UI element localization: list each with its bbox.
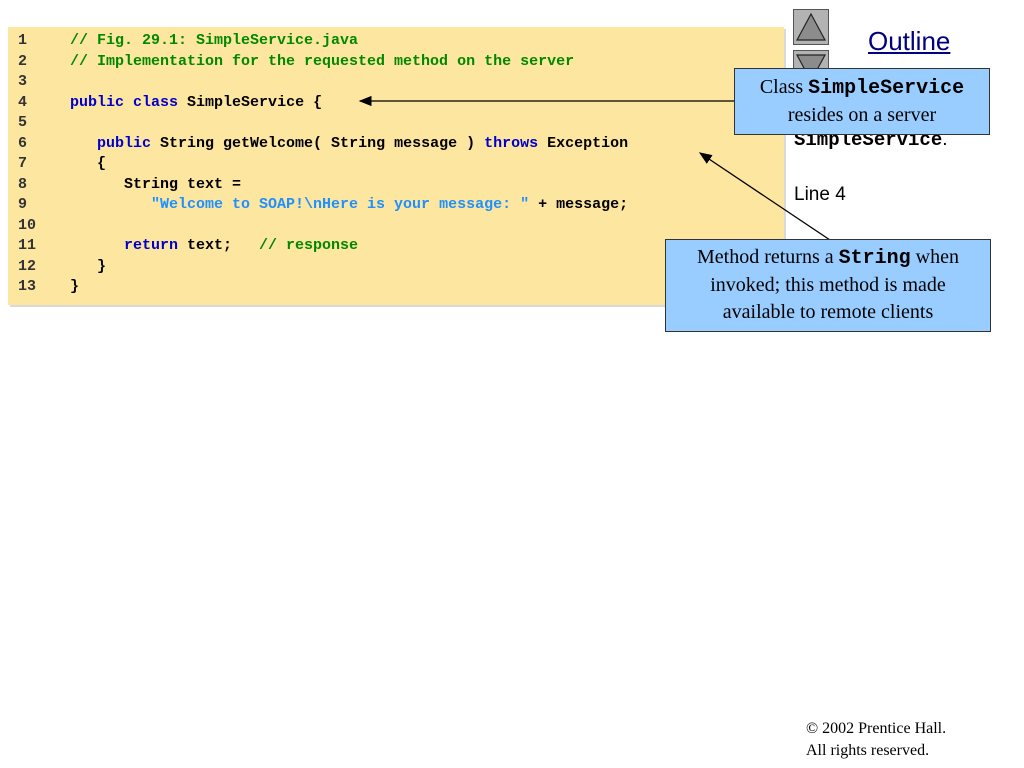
code-text: public String getWelcome( String message… bbox=[70, 134, 628, 154]
line-number: 5 bbox=[18, 114, 28, 131]
code-text: String text = bbox=[70, 175, 241, 195]
line-number: 6 bbox=[18, 134, 28, 152]
code-token: } bbox=[70, 278, 80, 295]
code-token: throws bbox=[484, 134, 539, 152]
code-token: public bbox=[70, 93, 125, 111]
code-token: "Welcome to SOAP!\nHere is your message:… bbox=[151, 196, 530, 213]
line-number: 13 bbox=[18, 278, 37, 295]
code-token: } bbox=[97, 257, 107, 275]
line-number: 1 bbox=[18, 32, 28, 49]
code-text: } bbox=[70, 257, 106, 277]
line-number: 11 bbox=[18, 237, 37, 254]
class-callout: Class SimpleService resides on a server bbox=[734, 68, 990, 135]
copyright-notice: © 2002 Prentice Hall. All rights reserve… bbox=[806, 720, 947, 759]
code-token: text; bbox=[178, 237, 260, 254]
code-text: return text; // response bbox=[70, 236, 358, 256]
code-token: // Fig. 29.1: SimpleService.java bbox=[70, 32, 359, 49]
code-text: // Fig. 29.1: SimpleService.java bbox=[70, 31, 358, 51]
line-number: 8 bbox=[18, 175, 28, 193]
code-token: SimpleService { bbox=[178, 93, 323, 111]
previous-slide-button[interactable] bbox=[793, 9, 829, 45]
line-number: 10 bbox=[18, 216, 37, 234]
line-number: 3 bbox=[18, 73, 28, 90]
outline-link[interactable]: Outline bbox=[868, 26, 951, 56]
line-number: 4 bbox=[18, 93, 28, 111]
code-token: class bbox=[133, 93, 179, 111]
code-token: // response bbox=[259, 237, 359, 254]
code-token: + message; bbox=[529, 196, 629, 213]
method-callout-arrow bbox=[698, 152, 831, 241]
sidebar-line-reference: Line 4 bbox=[794, 184, 846, 205]
line-number: 2 bbox=[18, 52, 28, 70]
code-token: Exception bbox=[538, 134, 629, 152]
code-token: return bbox=[124, 237, 179, 254]
code-token: { bbox=[97, 155, 107, 172]
code-token: // Implementation for the requested meth… bbox=[70, 52, 575, 70]
code-token: String getWelcome( String message ) bbox=[151, 134, 485, 152]
code-text: { bbox=[70, 154, 106, 174]
line-number: 7 bbox=[18, 155, 28, 172]
triangle-up-icon bbox=[795, 12, 827, 41]
code-token: String text = bbox=[124, 175, 242, 193]
method-callout: Method returns a String when invoked; th… bbox=[665, 239, 991, 332]
line-number: 9 bbox=[18, 196, 28, 213]
code-listing: 1 // Fig. 29.1: SimpleService.java 2 // Imp… bbox=[8, 27, 784, 305]
code-text: } bbox=[70, 277, 79, 297]
code-token: public bbox=[97, 134, 152, 152]
code-text: "Welcome to SOAP!\nHere is your message:… bbox=[70, 195, 628, 215]
code-text: // Implementation for the requested meth… bbox=[70, 52, 574, 72]
code-text: public class SimpleService { bbox=[70, 93, 322, 113]
line-number: 12 bbox=[18, 257, 37, 275]
